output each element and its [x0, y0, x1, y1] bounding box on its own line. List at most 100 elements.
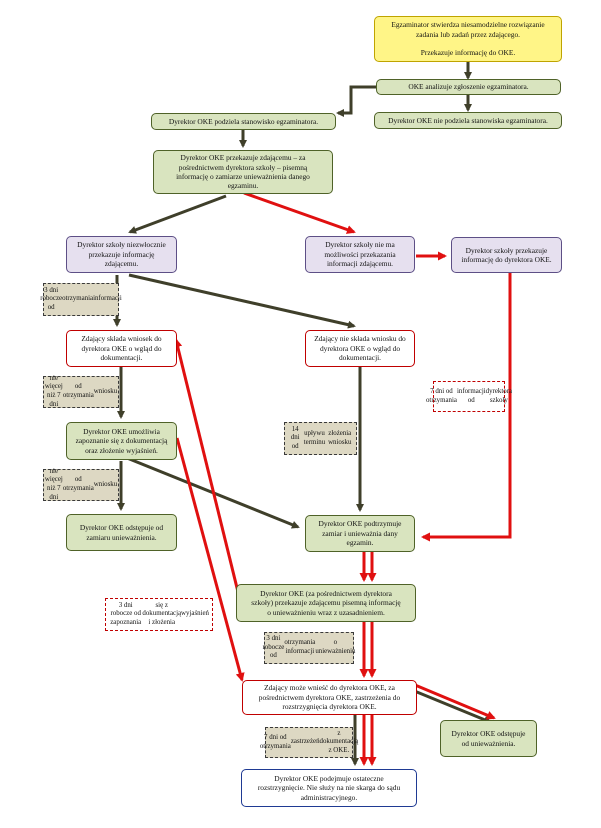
note-14-days-line-1: 14 dni od	[290, 425, 300, 450]
note-3-days-invalidation-line-1: 3 dni robocze od	[262, 635, 285, 660]
box-director-agrees: Dyrektor OKE podziela stanowisko egzamin…	[151, 113, 336, 130]
box-invalidation-notice-line-2: szkoły) przekazuje zdającemu pisemną inf…	[251, 598, 401, 608]
note-7-days-request-2-line-1: nie więcej niż 7 dni	[44, 467, 63, 501]
box-director-disagrees-line-1: Dyrektor OKE nie podziela stanowiska egz…	[388, 115, 548, 125]
box-student-requests-line-2: dyrektora OKE o wgląd do	[81, 343, 162, 353]
note-3-days-invalidation-line-2: otrzymania informacji	[284, 639, 316, 655]
box-objections: Zdający może wnieść do dyrektora OKE, za…	[242, 680, 417, 715]
note-7-days-school-info-line-2: informacji od	[456, 387, 486, 404]
box-intent-notice-line-3: informację o zamiarze unieważnienia dane…	[176, 172, 310, 181]
note-14-days-line-3: złożenia wniosku	[328, 429, 352, 446]
arrow-b5-b6	[128, 194, 227, 234]
box-objections-line-3: rozstrzygnięcia dyrektora OKE.	[282, 702, 377, 712]
box-oke-analysis-line-1: OKE analizuje zgłoszenie egzaminatora.	[408, 82, 529, 92]
box-examiner-report-line-4: Przekazuje informację do OKE.	[420, 48, 516, 58]
note-3-days-documentation-line-1: 3 dni robocze od zapoznania	[110, 601, 142, 626]
box-documentation-access-line-2: zapoznanie się z dokumentacją	[75, 436, 168, 446]
box-objections-line-2: pośrednictwem dyrektora OKE, zastrzeżeni…	[258, 692, 401, 702]
note-3-days-invalidation-line-3: o unieważnieniu	[315, 639, 356, 655]
box-objections-line-1: Zdający może wnieść do dyrektora OKE, za	[264, 683, 395, 693]
box-student-no-request-line-3: dokumentacji.	[338, 353, 382, 363]
box-student-no-request-line-1: Zdający nie składa wniosku do	[314, 334, 406, 344]
note-3-days-information-line-3: informacji	[93, 295, 122, 303]
box-examiner-report-line-2: zadania lub zadań przez zdającego.	[415, 29, 521, 39]
note-7-days-objections-line-2: zastrzeżeń	[290, 738, 320, 746]
box-school-informs-oke-line-1: Dyrektor szkoły przekazuje	[465, 245, 548, 255]
note-7-days-request-2-line-2: od otrzymania	[62, 476, 94, 492]
box-student-no-request-line-2: dyrektora OKE o wgląd do	[319, 343, 401, 353]
note-7-days-objections-line-1: 7 dni od otrzymania	[259, 733, 291, 750]
box-examiner-report-line-1: Egzaminator stwierdza niesamodzielne roz…	[391, 20, 545, 30]
box-intent-notice-line-4: egzaminu.	[227, 181, 259, 191]
box-withdraw-intent-line-2: zamiaru unieważnienia.	[86, 532, 157, 542]
box-documentation-access-line-3: oraz złożenie wyjaśnień.	[85, 445, 158, 455]
box-school-informs-student-line-1: Dyrektor szkoły niezwłocznie	[77, 240, 166, 250]
arrow-b5-b7	[243, 191, 356, 234]
arrow-b8-b13	[421, 273, 512, 542]
box-intent-notice-line-2: pośrednictwem dyrektora szkoły – pisemną	[178, 162, 308, 172]
box-upholds-invalidation-line-3: egzamin.	[346, 538, 374, 548]
note-7-days-request-2-line-3: wniosku	[93, 480, 118, 488]
box-examiner-report: Egzaminator stwierdza niesamodzielne roz…	[374, 16, 562, 62]
box-invalidation-notice-line-1: Dyrektor OKE (za pośrednictwem dyrektora	[260, 588, 392, 598]
arrow-b11-b15	[175, 437, 245, 682]
box-school-informs-student-line-2: przekazuje informację	[88, 249, 155, 259]
box-documentation-access-line-1: Dyrektor OKE umożliwia	[83, 426, 160, 436]
arrow-b15-b16-red	[414, 683, 496, 720]
box-director-disagrees: Dyrektor OKE nie podziela stanowiska egz…	[374, 112, 562, 129]
box-school-informs-student-line-3: zdającemu.	[104, 259, 139, 269]
note-7-days-request-1-line-1: nie więcej niż 7 dni	[44, 374, 63, 408]
box-student-requests-line-3: dokumentacji.	[100, 353, 143, 363]
box-final-decision-line-3: administracyjnego.	[300, 792, 358, 802]
box-final-decision-line-1: Dyrektor OKE podejmuje ostateczne	[274, 773, 384, 783]
note-7-days-school-info-line-1: 7 dni od otrzymania	[425, 387, 457, 404]
box-student-requests-line-1: Zdający składa wniosek do	[81, 334, 162, 344]
box-school-cannot-inform-line-2: możliwości przekazania	[324, 249, 396, 259]
box-upholds-invalidation-line-1: Dyrektor OKE podtrzymuje	[318, 519, 402, 529]
box-withdraw-intent-line-1: Dyrektor OKE odstępuje od	[79, 523, 164, 533]
arrow-b15-b16	[411, 688, 492, 724]
note-14-days-line-2: upływu terminu	[303, 429, 326, 446]
note-7-days-objections-line-3: z dokumentacją z OKE.	[319, 729, 359, 754]
note-7-days-school-info-line-3: dyrektora szkoły	[485, 387, 513, 404]
box-oke-analysis: OKE analizuje zgłoszenie egzaminatora.	[376, 79, 561, 95]
box-final-decision-line-2: rozstrzygnięcie. Nie służy na nie skarga…	[257, 783, 401, 793]
box-invalidation-notice-line-3: o unieważnieniu wraz z uzasadnieniem.	[267, 607, 385, 617]
box-intent-notice-line-1: Dyrektor OKE przekazuje zdającemu – za	[180, 153, 306, 163]
box-withdraw-invalidation-line-2: od unieważnienia.	[461, 738, 516, 748]
box-upholds-invalidation-line-2: zamiar i unieważnia dany	[322, 528, 398, 538]
note-7-days-request-1-line-2: od otrzymania	[62, 383, 94, 399]
box-school-informs-oke-line-2: informację do dyrektora OKE.	[461, 255, 552, 264]
note-3-days-information-line-1: 3 dni robocze od	[40, 286, 63, 311]
box-examiner-report-line-3	[467, 39, 469, 48]
box-director-agrees-line-1: Dyrektor OKE podziela stanowisko egzamin…	[168, 116, 319, 126]
note-3-days-documentation-line-3: wyjaśnień	[181, 610, 209, 618]
box-withdraw-invalidation-line-1: Dyrektor OKE odstępuje	[451, 729, 526, 739]
note-3-days-information-line-2: otrzymania	[62, 295, 94, 303]
arrow-b6-b10	[128, 273, 356, 329]
box-school-cannot-inform-line-1: Dyrektor szkoły nie ma	[325, 240, 395, 250]
arrow-b2-b3	[336, 85, 376, 117]
box-invalidation-notice: Dyrektor OKE (za pośrednictwem dyrektora…	[236, 584, 416, 622]
note-3-days-documentation-line-2: się z dokumentacją i złożenia	[142, 601, 182, 626]
note-7-days-request-1-line-3: wniosku	[93, 387, 118, 395]
